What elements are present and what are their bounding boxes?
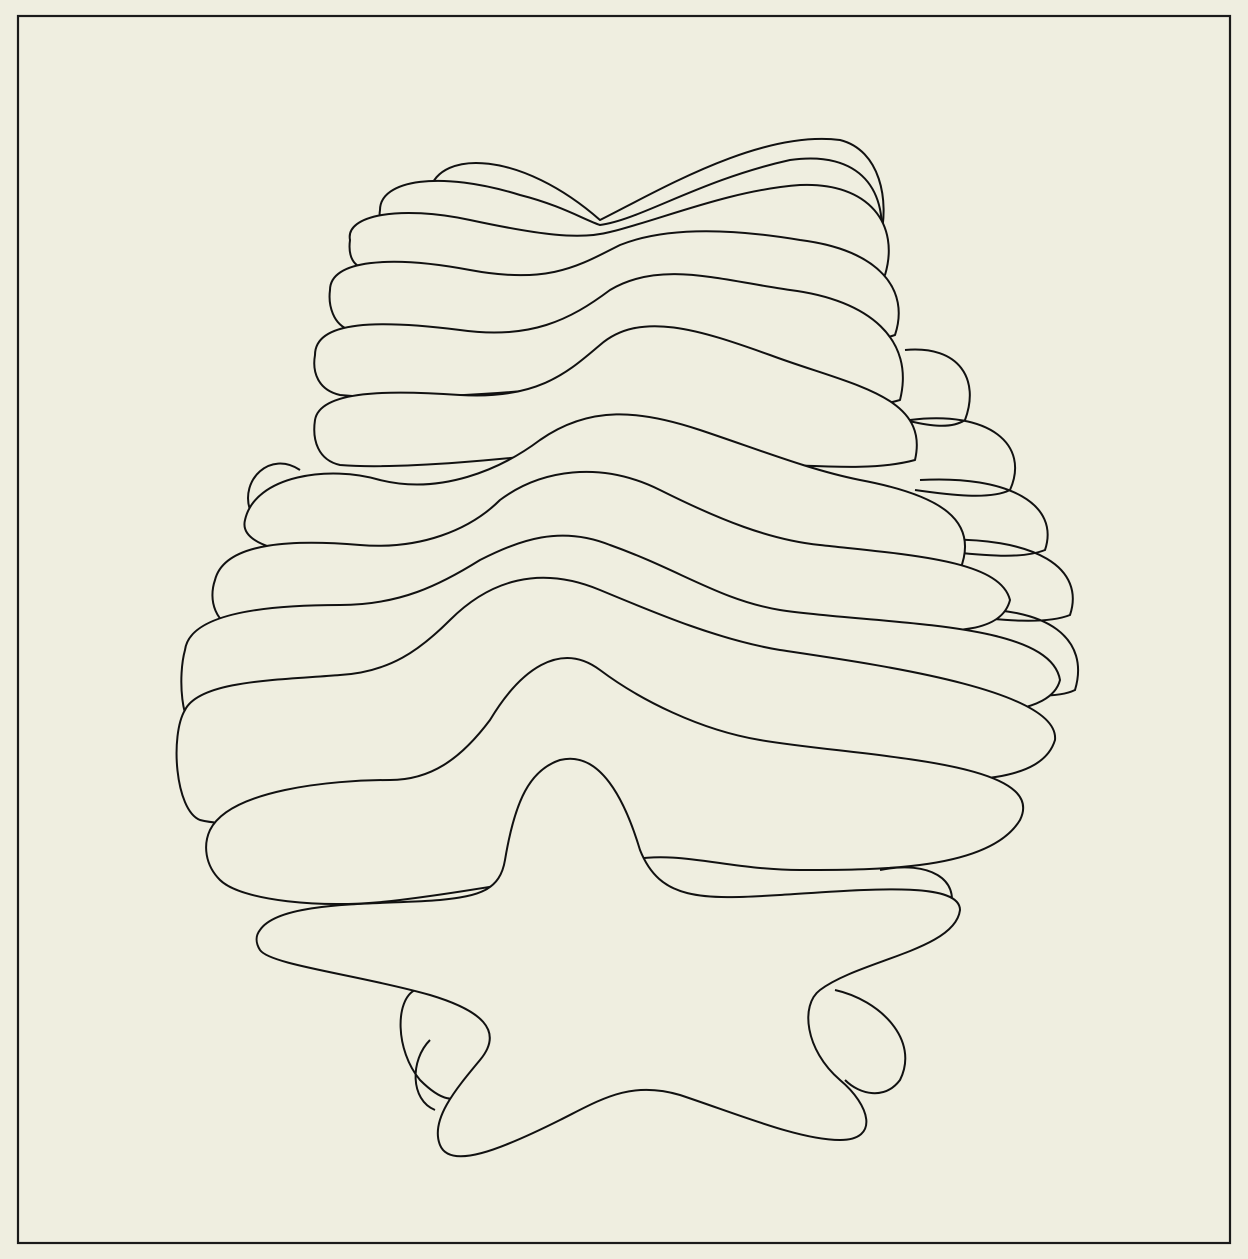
line-drawing-figure	[0, 0, 1248, 1259]
